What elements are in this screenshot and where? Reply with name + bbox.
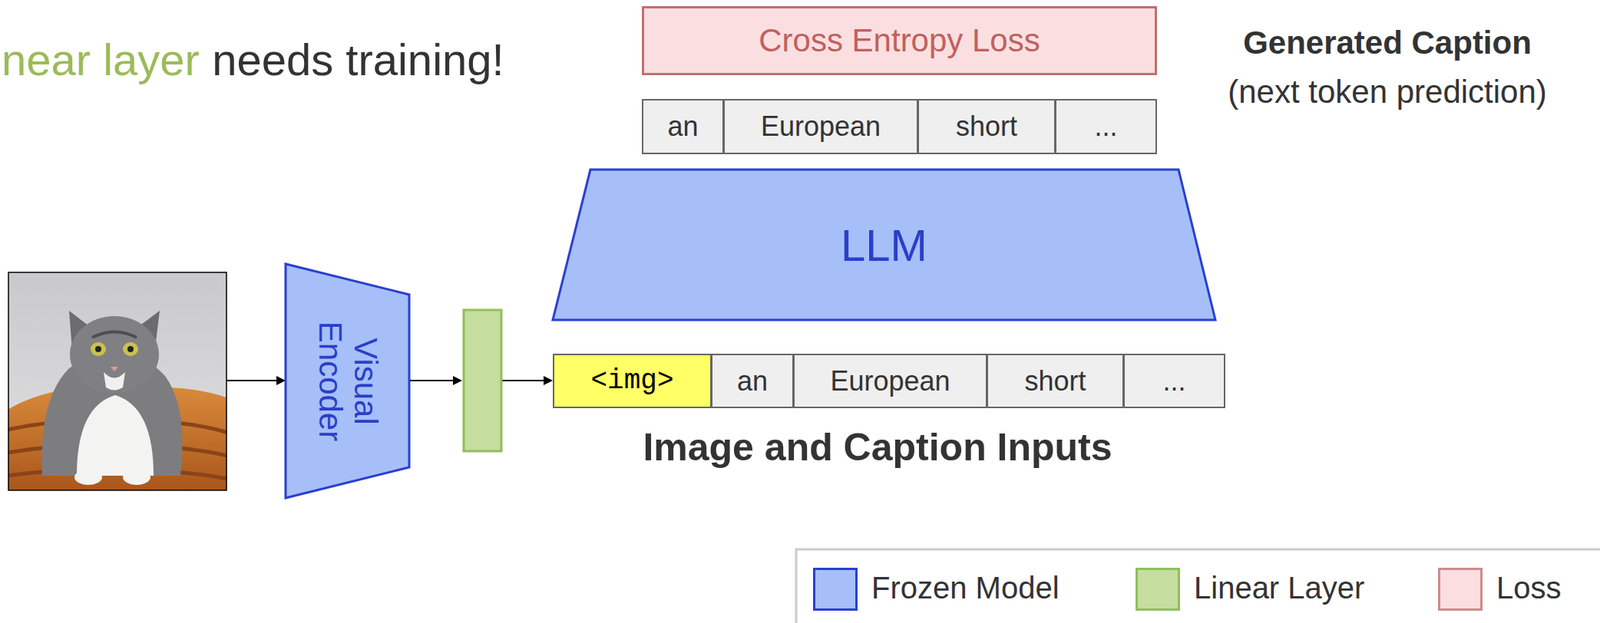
node-text: <img> xyxy=(590,365,674,397)
legend-text: Loss xyxy=(1496,571,1562,606)
node-text: short xyxy=(1024,365,1086,398)
cat-photo xyxy=(8,272,227,491)
node-text: ... xyxy=(1094,110,1118,143)
loss-box: Cross Entropy Loss xyxy=(641,6,1158,76)
output-token: ... xyxy=(1054,99,1158,155)
node-text: LLM xyxy=(840,219,928,272)
section-label: Generated Caption xyxy=(1242,24,1532,62)
legend-swatch xyxy=(813,568,858,612)
input-token: ... xyxy=(1123,353,1226,409)
llm-trapezoid: LLM xyxy=(552,169,1216,321)
node-text: European xyxy=(829,365,950,398)
linear-layer xyxy=(463,310,502,452)
output-token: an xyxy=(641,99,724,155)
input-token: short xyxy=(986,353,1124,409)
node-text: Cross Entropy Loss xyxy=(758,22,1040,60)
output-token: European xyxy=(723,99,919,155)
input-token: European xyxy=(793,353,988,409)
node-text: European xyxy=(760,110,881,143)
legend-text: Frozen Model xyxy=(871,571,1060,606)
node-text: Visual Encoder xyxy=(311,308,383,455)
callout-text: near layer xyxy=(1,33,200,86)
node-text: an xyxy=(737,365,768,398)
legend-swatch xyxy=(1135,568,1181,612)
section-label: (next token prediction) xyxy=(1227,73,1548,111)
node-text: ... xyxy=(1162,365,1186,398)
node-text: short xyxy=(955,110,1018,143)
legend-text: Linear Layer xyxy=(1193,571,1365,606)
encoder-trapezoid: Visual Encoder xyxy=(285,264,410,499)
image-token: <img> xyxy=(552,353,712,409)
photo-frame xyxy=(8,272,227,491)
node-text: an xyxy=(667,110,698,143)
section-label: Image and Caption Inputs xyxy=(642,425,1112,470)
output-token: short xyxy=(917,99,1056,155)
legend-frame xyxy=(796,549,1600,623)
callout-text: needs training! xyxy=(211,33,504,86)
legend-swatch xyxy=(1438,568,1483,612)
input-token: an xyxy=(710,353,794,409)
